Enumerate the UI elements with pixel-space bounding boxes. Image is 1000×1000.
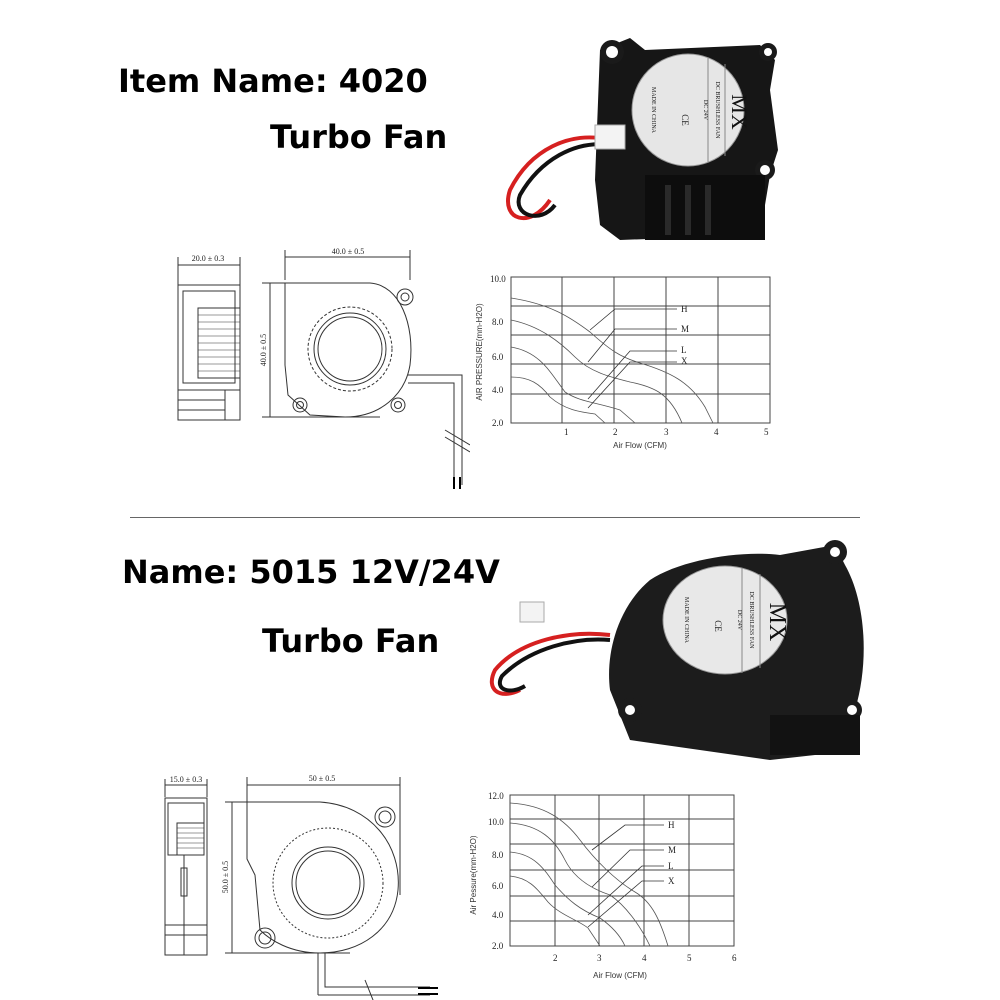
svg-text:L: L xyxy=(681,345,687,355)
drawing-4020: 20.0 ± 0.3 40.0 ± 0.5 40.0 ± 0.5 xyxy=(177,247,470,489)
svg-text:10.0: 10.0 xyxy=(490,274,506,284)
top-dimension: 40.0 ± 0.5 xyxy=(332,247,364,256)
item-name-title: Item Name: 4020 xyxy=(118,62,428,100)
svg-text:MX: MX xyxy=(764,603,790,642)
svg-text:X: X xyxy=(681,356,688,366)
svg-text:6.0: 6.0 xyxy=(492,352,504,362)
svg-text:H: H xyxy=(668,820,675,830)
svg-text:8.0: 8.0 xyxy=(492,850,504,860)
svg-text:4.0: 4.0 xyxy=(492,385,504,395)
section-divider xyxy=(130,517,860,518)
side-dimension-2: 50.0 ± 0.5 xyxy=(221,861,230,893)
top-dimension-2: 50 ± 0.5 xyxy=(309,774,335,783)
svg-text:MX: MX xyxy=(727,94,752,130)
svg-text:Air Pessure(mm-H2O): Air Pessure(mm-H2O) xyxy=(469,835,478,914)
svg-text:L: L xyxy=(668,861,674,871)
item-name-title-2: Name: 5015 12V/24V xyxy=(122,553,500,591)
svg-text:M: M xyxy=(668,845,676,855)
svg-text:4: 4 xyxy=(714,427,719,437)
svg-text:DC 24V: DC 24V xyxy=(702,100,708,121)
svg-text:3: 3 xyxy=(664,427,669,437)
svg-text:AIR PRESSURE(mm-H2O): AIR PRESSURE(mm-H2O) xyxy=(475,303,484,401)
svg-text:DC BRUSHLESS FAN: DC BRUSHLESS FAN xyxy=(714,82,720,140)
svg-text:12.0: 12.0 xyxy=(488,791,504,801)
svg-text:8.0: 8.0 xyxy=(492,317,504,327)
svg-text:DC 24V: DC 24V xyxy=(736,610,742,631)
svg-text:X: X xyxy=(668,876,675,886)
item-subtitle: Turbo Fan xyxy=(270,118,448,156)
item-subtitle-2: Turbo Fan xyxy=(262,622,440,660)
fan-label-4020: MX DC BRUSHLESS FAN DC 24V CE MADE IN CH… xyxy=(631,53,752,167)
svg-text:6: 6 xyxy=(732,953,737,963)
svg-text:4: 4 xyxy=(642,953,647,963)
svg-text:6.0: 6.0 xyxy=(492,881,504,891)
drawing-5015: 15.0 ± 0.3 50 ± 0.5 50.0 ± 0.5 xyxy=(164,774,438,1000)
svg-text:2.0: 2.0 xyxy=(492,941,504,951)
fan-label-5015: MX DC BRUSHLESS FAN DC 24V CE MADE IN CH… xyxy=(662,565,790,675)
svg-text:2.0: 2.0 xyxy=(492,418,504,428)
svg-text:DC BRUSHLESS FAN: DC BRUSHLESS FAN xyxy=(748,592,754,650)
svg-text:CE: CE xyxy=(680,114,690,126)
svg-text:MADE IN CHINA: MADE IN CHINA xyxy=(683,597,689,644)
side-dimension: 40.0 ± 0.5 xyxy=(259,334,268,366)
fan-4020-photo: MX DC BRUSHLESS FAN DC 24V CE MADE IN CH… xyxy=(506,38,778,240)
svg-text:10.0: 10.0 xyxy=(488,817,504,827)
svg-text:1: 1 xyxy=(564,427,569,437)
svg-text:3: 3 xyxy=(597,953,602,963)
svg-text:M: M xyxy=(681,324,689,334)
svg-text:2: 2 xyxy=(613,427,618,437)
svg-text:CE: CE xyxy=(713,620,723,632)
pq-chart-5015: H MLX 12.0 10.0 8.0 6.0 4.0 2.0 2 3 4 5 6 Air Flow… xyxy=(469,791,737,980)
pq-chart-4020: HM LX 10.0 8.0 6.0 4.0 2.0 1 2 3 4 5 Air Flow (CF… xyxy=(475,274,771,450)
svg-text:Air Flow (CFM): Air Flow (CFM) xyxy=(593,971,647,980)
svg-text:Air Flow (CFM): Air Flow (CFM) xyxy=(613,441,667,450)
svg-text:H: H xyxy=(681,304,688,314)
svg-text:5: 5 xyxy=(764,427,769,437)
width-dimension-2: 15.0 ± 0.3 xyxy=(170,775,202,784)
fan-5015-photo: MX DC BRUSHLESS FAN DC 24V CE MADE IN CH… xyxy=(489,540,864,760)
svg-text:MADE IN CHINA: MADE IN CHINA xyxy=(650,87,656,134)
svg-text:5: 5 xyxy=(687,953,692,963)
width-dimension: 20.0 ± 0.3 xyxy=(192,254,224,263)
svg-text:2: 2 xyxy=(553,953,558,963)
svg-text:4.0: 4.0 xyxy=(492,910,504,920)
